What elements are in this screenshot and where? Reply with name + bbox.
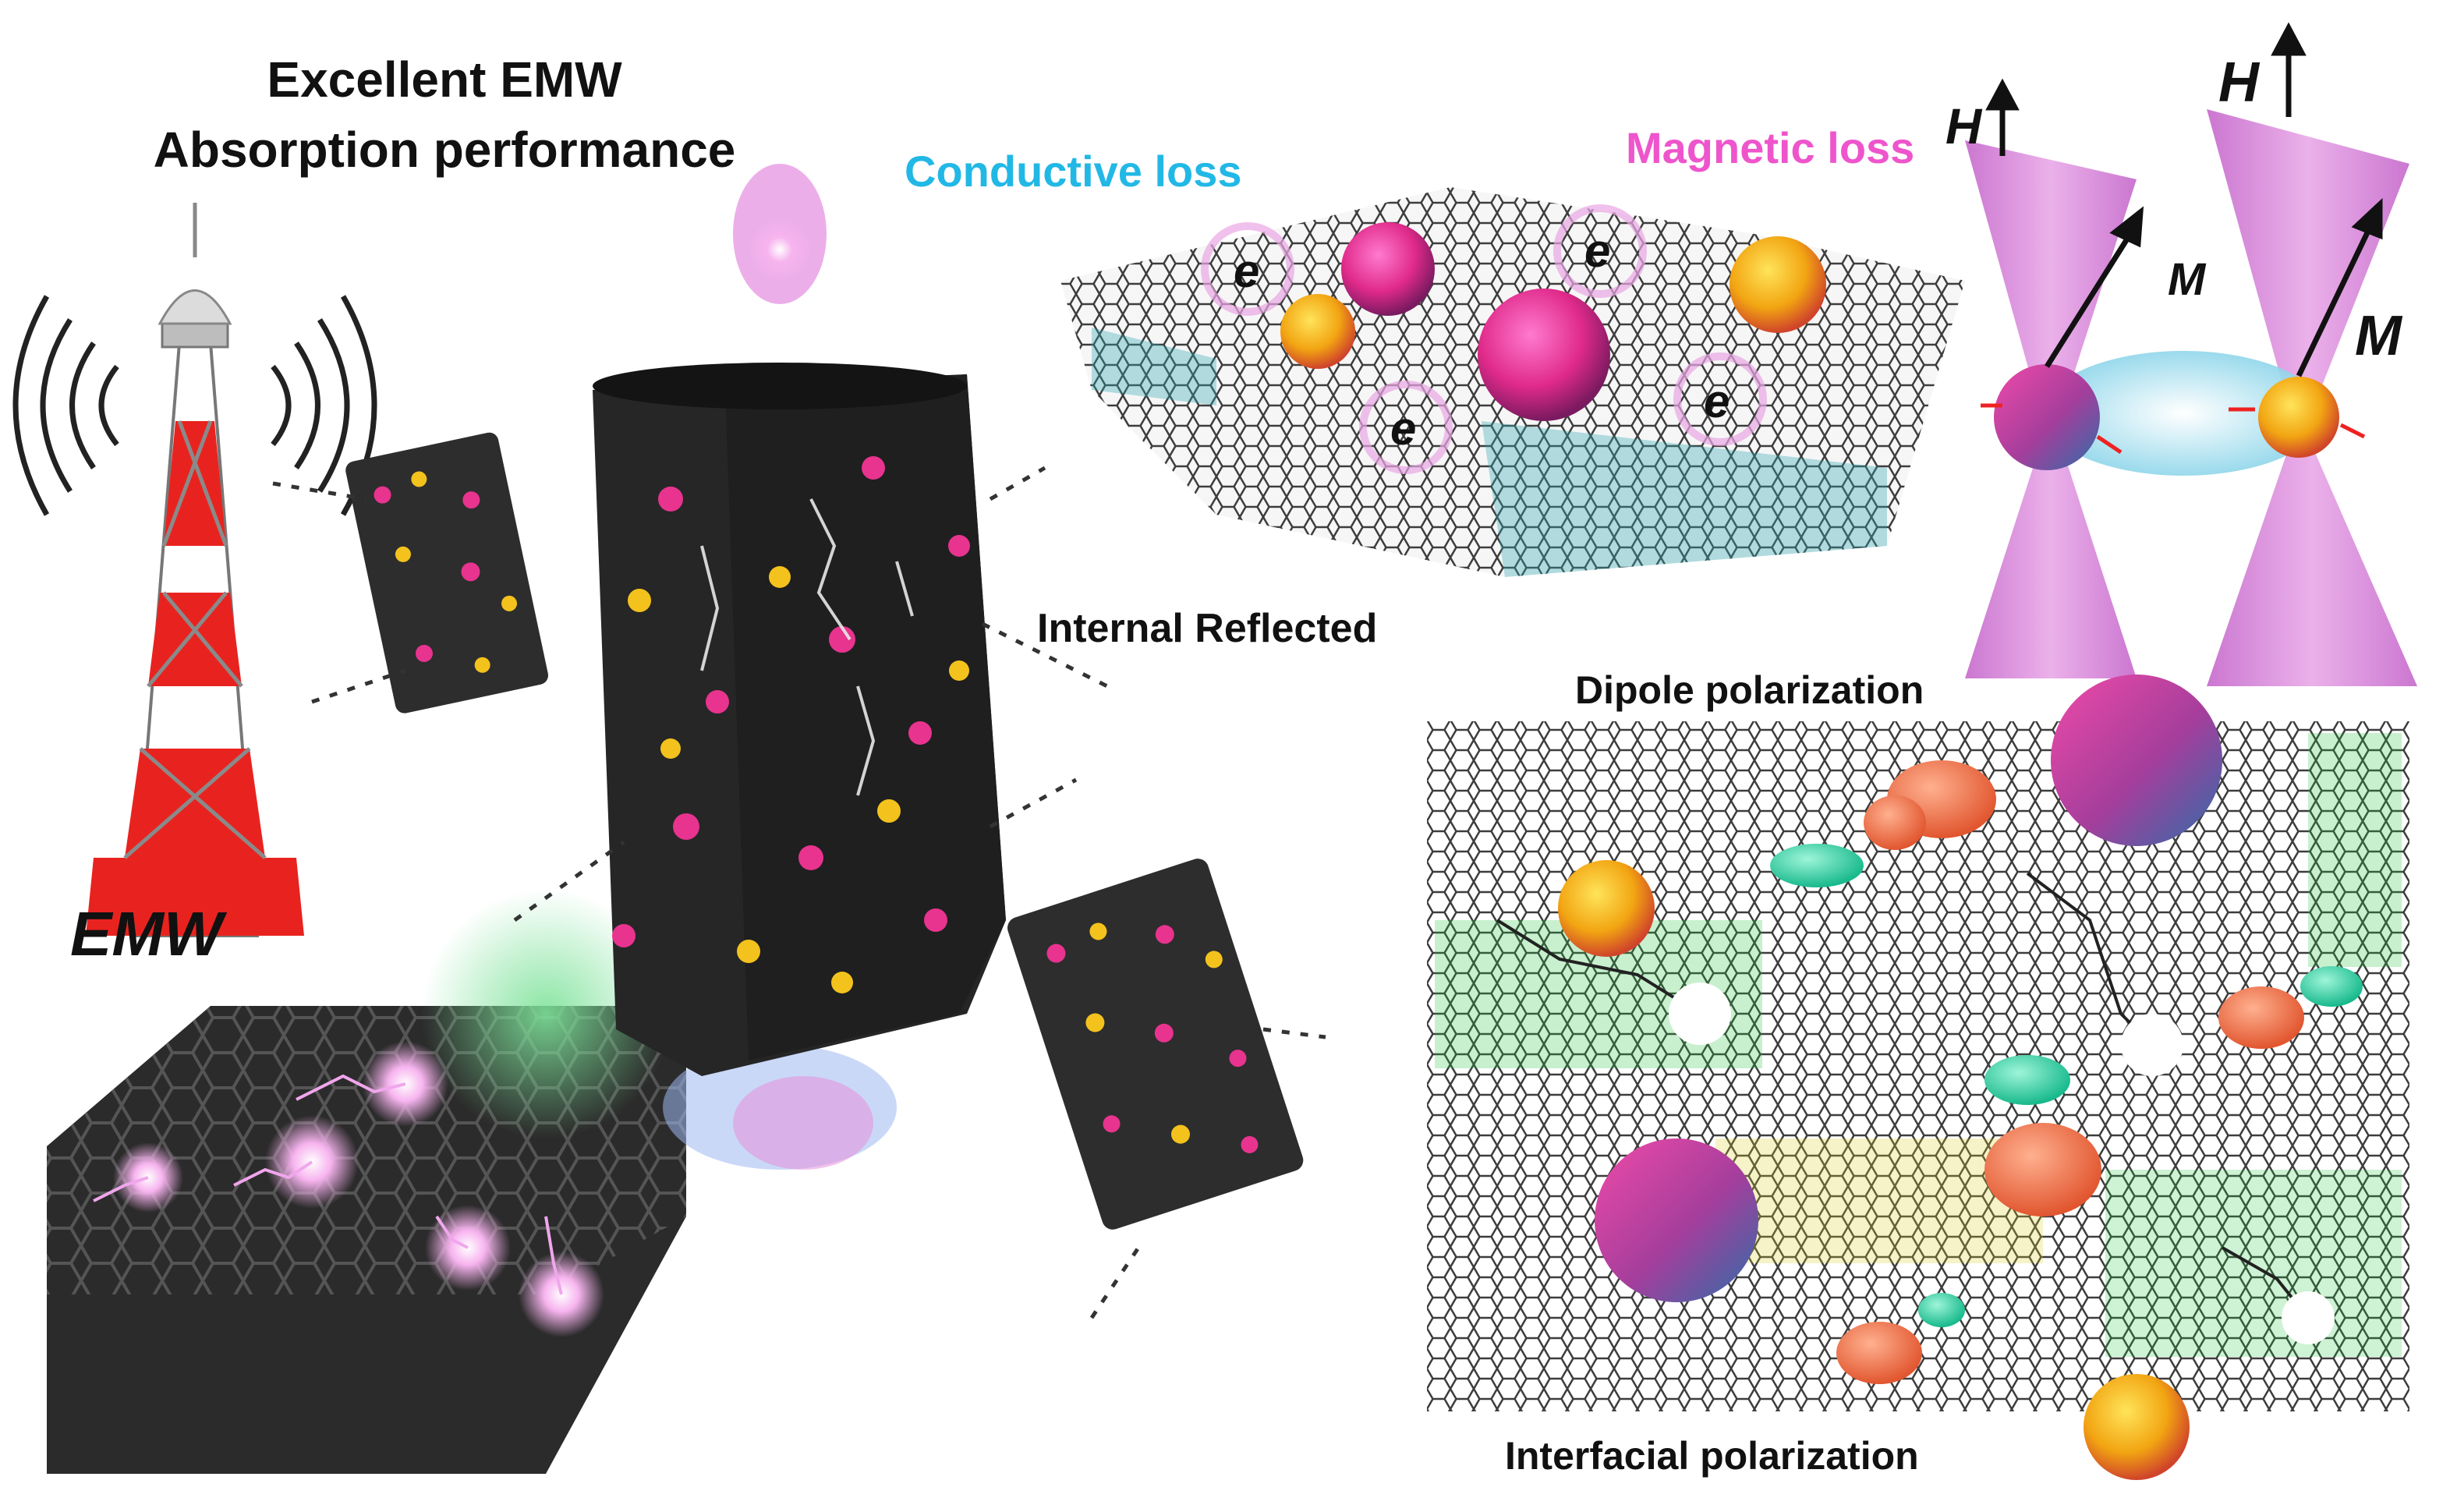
magnetic-loss-label: Magnetic loss xyxy=(1626,123,1915,172)
electron-label-3: e xyxy=(1390,402,1417,455)
dipole-polarization-label: Dipole polarization xyxy=(1575,668,1924,712)
graphene-polarization-panel xyxy=(1427,675,2409,1480)
conductive-loss-label: Conductive loss xyxy=(905,147,1242,196)
signal-tower-icon xyxy=(86,203,304,937)
emw-label: EMW xyxy=(70,899,223,968)
honeycomb-block xyxy=(47,889,686,1474)
lightning-icon xyxy=(93,1074,563,1295)
electron-label-4: e xyxy=(1704,375,1730,427)
magnetization-symbol-2: M xyxy=(2355,305,2402,367)
title-line-2: Absorption performance xyxy=(153,122,736,178)
dipole-lobes xyxy=(1770,760,2363,1384)
magnetization-symbol-1: M xyxy=(2168,254,2206,305)
radio-wave-icon xyxy=(12,295,377,516)
h-field-symbol-1: H xyxy=(1945,98,1982,154)
magnetic-cones xyxy=(1965,22,2417,686)
graphene-sheet-conductive xyxy=(1060,187,1965,577)
title-line-1: Excellent EMW xyxy=(267,51,622,108)
internal-reflected-label: Internal Reflected xyxy=(1037,606,1378,651)
small-fiber-left xyxy=(345,432,549,714)
small-fiber-right xyxy=(1007,859,1304,1230)
electron-label-2: e xyxy=(1584,225,1611,277)
large-fiber xyxy=(593,164,1006,1170)
h-field-symbol-2: H xyxy=(2218,51,2259,114)
electron-label-1: e xyxy=(1234,245,1260,297)
emw-rays xyxy=(272,466,1326,1319)
interfacial-polarization-label: Interfacial polarization xyxy=(1505,1434,1919,1478)
